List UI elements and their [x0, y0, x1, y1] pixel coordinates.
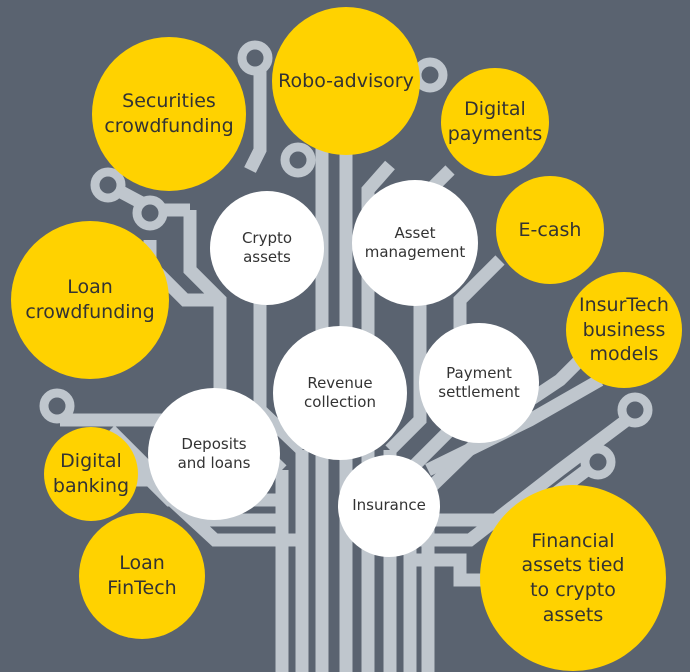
branch-trace: [244, 55, 267, 173]
node-label: Loan crowdfunding: [25, 276, 155, 323]
node-loan-fintech: Loan FinTech: [79, 513, 205, 639]
node-label: Securities crowdfunding: [104, 90, 234, 137]
node-label: E-cash: [518, 218, 582, 241]
node-financial-assets-crypto: Financial assets tied to crypto assets: [480, 485, 666, 671]
node-revenue-collection: Revenue collection: [273, 326, 407, 460]
node-securities-crowdfunding: Securities crowdfunding: [92, 37, 246, 191]
node-robo-advisory: Robo-advisory: [272, 7, 420, 155]
circuit-end-pad: [412, 57, 448, 93]
node-crypto-assets: Crypto assets: [210, 191, 324, 305]
circuit-end-pad: [39, 388, 75, 424]
circuit-end-pad: [280, 142, 316, 178]
node-insurtech-business-models: InsurTech business models: [566, 272, 682, 388]
node-digital-banking: Digital banking: [44, 427, 138, 521]
node-digital-payments: Digital payments: [441, 68, 549, 176]
node-label: Financial assets tied to crypto assets: [521, 529, 625, 626]
node-payment-settlement: Payment settlement: [419, 323, 539, 443]
circuit-end-pad: [617, 392, 653, 428]
node-label: Payment settlement: [438, 363, 520, 402]
circuit-end-pad: [580, 444, 616, 480]
node-deposits-and-loans: Deposits and loans: [148, 388, 280, 520]
circuit-end-pad: [132, 195, 168, 231]
node-label: Revenue collection: [304, 373, 376, 412]
node-insurance: Insurance: [338, 455, 440, 557]
circuit-end-pad: [90, 167, 126, 203]
node-label: InsurTech business models: [579, 293, 669, 366]
branch-trace: [425, 374, 604, 476]
node-label: Insurance: [352, 496, 426, 515]
node-label: Loan FinTech: [107, 552, 177, 599]
node-label: Digital banking: [52, 450, 130, 497]
node-asset-management: Asset management: [352, 180, 478, 306]
node-label: Crypto assets: [241, 228, 293, 267]
node-e-cash: E-cash: [496, 176, 604, 284]
node-label: Digital payments: [447, 98, 543, 145]
circuit-end-pad: [237, 40, 273, 76]
node-label: Deposits and loans: [177, 434, 251, 473]
node-loan-crowdfunding: Loan crowdfunding: [11, 221, 169, 379]
node-label: Robo-advisory: [278, 69, 414, 92]
node-label: Asset management: [364, 223, 466, 262]
